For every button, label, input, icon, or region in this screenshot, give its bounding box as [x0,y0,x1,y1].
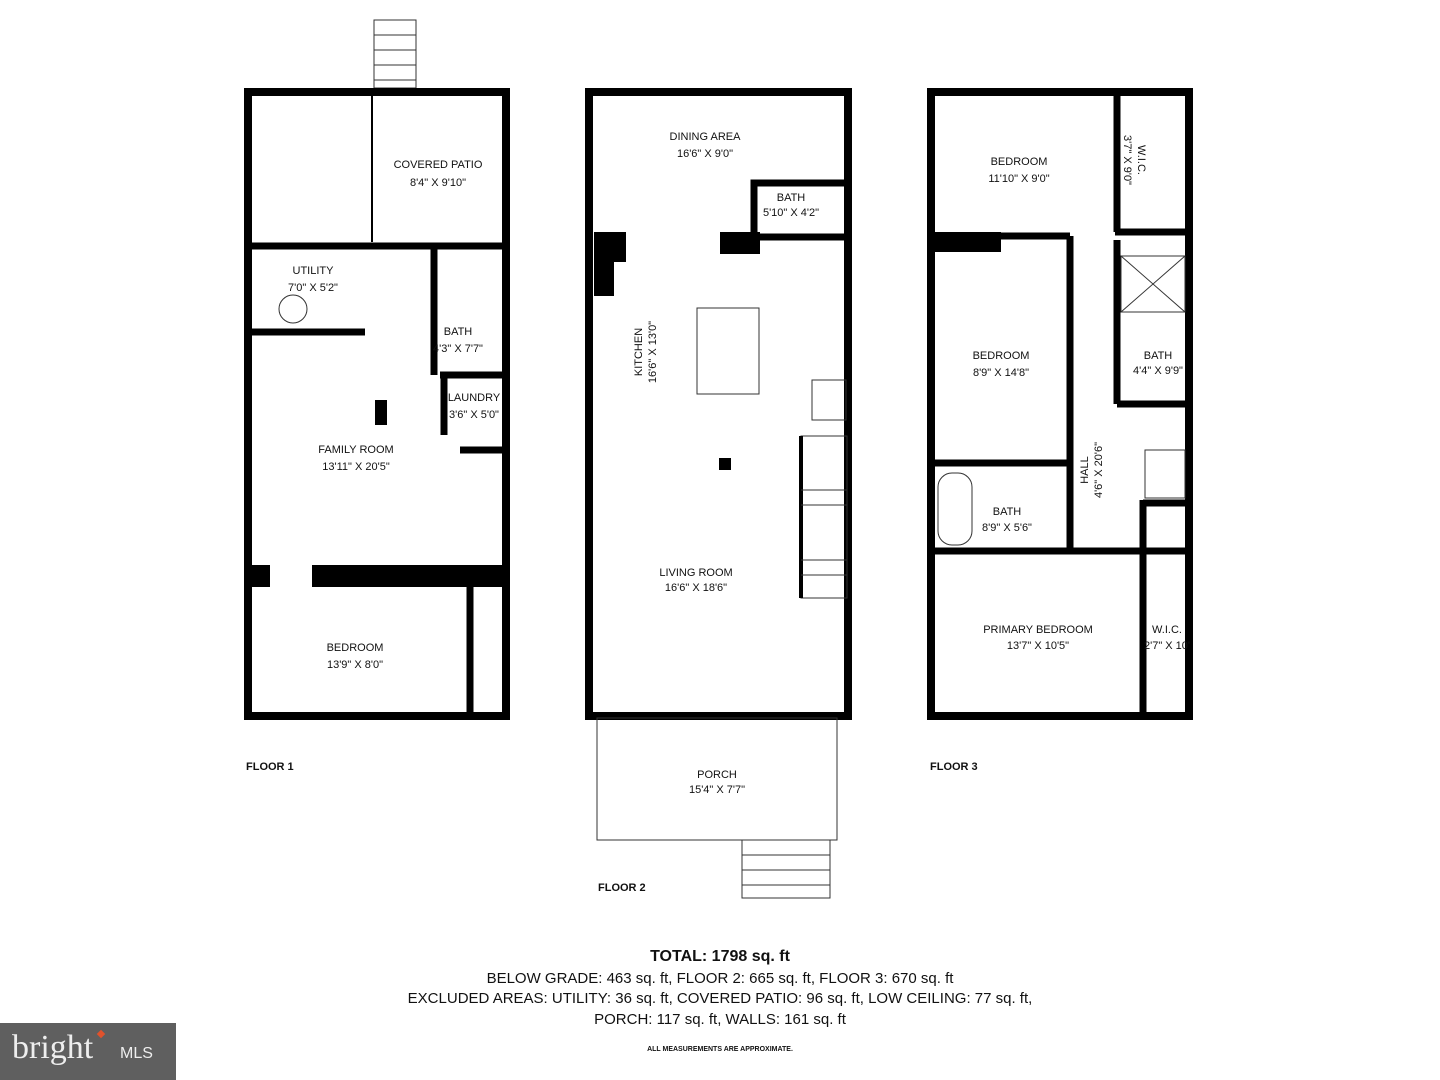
room-dim: 16'6" X 9'0" [677,148,733,160]
room-name: HALL [1079,456,1091,484]
floor-label: FLOOR 2 [598,882,646,894]
room-dim: 7'0" X 5'2" [288,282,338,294]
floor-2: DINING AREA 16'6" X 9'0" BATH 5'10" X 4'… [585,88,852,899]
room-name: UTILITY [293,265,335,277]
room-dim: 13'11" X 20'5" [322,461,390,473]
room-dim: 8'9" X 14'8" [973,367,1029,379]
room-name: PRIMARY BEDROOM [983,624,1093,636]
room-dim: 11'10" X 9'0" [988,173,1049,185]
room-name: DINING AREA [670,131,742,143]
room-dim: 13'9" X 8'0" [327,659,383,671]
room-dim: 16'6" X 13'0" [647,321,659,383]
room-name: BATH [777,192,806,204]
floor-plan: COVERED PATIO 8'4" X 9'10" UTILITY 7'0" … [244,19,1193,899]
room-dim: 16'6" X 18'6" [665,582,727,594]
room-dim: 8'4" X 9'10" [410,177,466,189]
room-name: BEDROOM [991,156,1048,168]
floor-3: BEDROOM 11'10" X 9'0" W.I.C. 3'7" X 9'0"… [927,88,1193,773]
logo-suffix: MLS [120,1045,153,1062]
room-dim: 13'7" X 10'5" [1007,640,1069,652]
bright-mls-logo: bright MLS [0,1023,176,1080]
disclaimer: ALL MEASUREMENTS ARE APPROXIMATE. [647,1046,793,1053]
room-name: W.I.C. [1135,145,1147,175]
room-name: COVERED PATIO [394,159,483,171]
room-name: BATH [444,326,473,338]
room-dim: 3'7" X 9'0" [1121,135,1133,185]
logo-accent [96,1029,106,1039]
room-dim: 3'6" X 5'0" [449,409,499,421]
floor-label: FLOOR 1 [246,761,294,773]
floor2-outline [585,88,852,720]
floor1-outline [244,88,510,720]
room-name: BEDROOM [327,642,384,654]
room-dim: 15'4" X 7'7" [689,784,745,796]
total-area: TOTAL: 1798 sq. ft [650,948,790,965]
room-dim: 5'10" X 4'2" [763,207,819,219]
area-breakdown: BELOW GRADE: 463 sq. ft, FLOOR 2: 665 sq… [486,970,954,987]
excluded-areas: EXCLUDED AREAS: UTILITY: 36 sq. ft, COVE… [407,990,1033,1007]
room-name: BATH [993,506,1022,518]
room-name: KITCHEN [633,328,645,376]
room-name: LAUNDRY [448,392,501,404]
excluded-areas-cont: PORCH: 117 sq. ft, WALLS: 161 sq. ft [594,1011,846,1028]
room-name: FAMILY ROOM [318,444,393,456]
room-dim: 4'3" X 7'7" [433,343,483,355]
room-name: LIVING ROOM [659,567,732,579]
floor-1: COVERED PATIO 8'4" X 9'10" UTILITY 7'0" … [244,19,510,773]
floor-label: FLOOR 3 [930,761,978,773]
porch-outline [596,717,838,841]
room-name: BEDROOM [973,350,1030,362]
room-dim: 2'7" X 10' [1144,640,1190,652]
stair-treads [374,34,416,81]
room-dim: 4'6" X 20'6" [1093,442,1105,498]
room-name: W.I.C. [1152,624,1182,636]
room-dim: 4'4" X 9'9" [1133,365,1183,377]
room-name: PORCH [697,769,737,781]
porch-stairs [741,839,831,899]
logo-brand: bright [12,1029,94,1066]
room-name: BATH [1144,350,1173,362]
room-dim: 8'9" X 5'6" [982,522,1032,534]
stairs-floor1 [373,19,417,89]
